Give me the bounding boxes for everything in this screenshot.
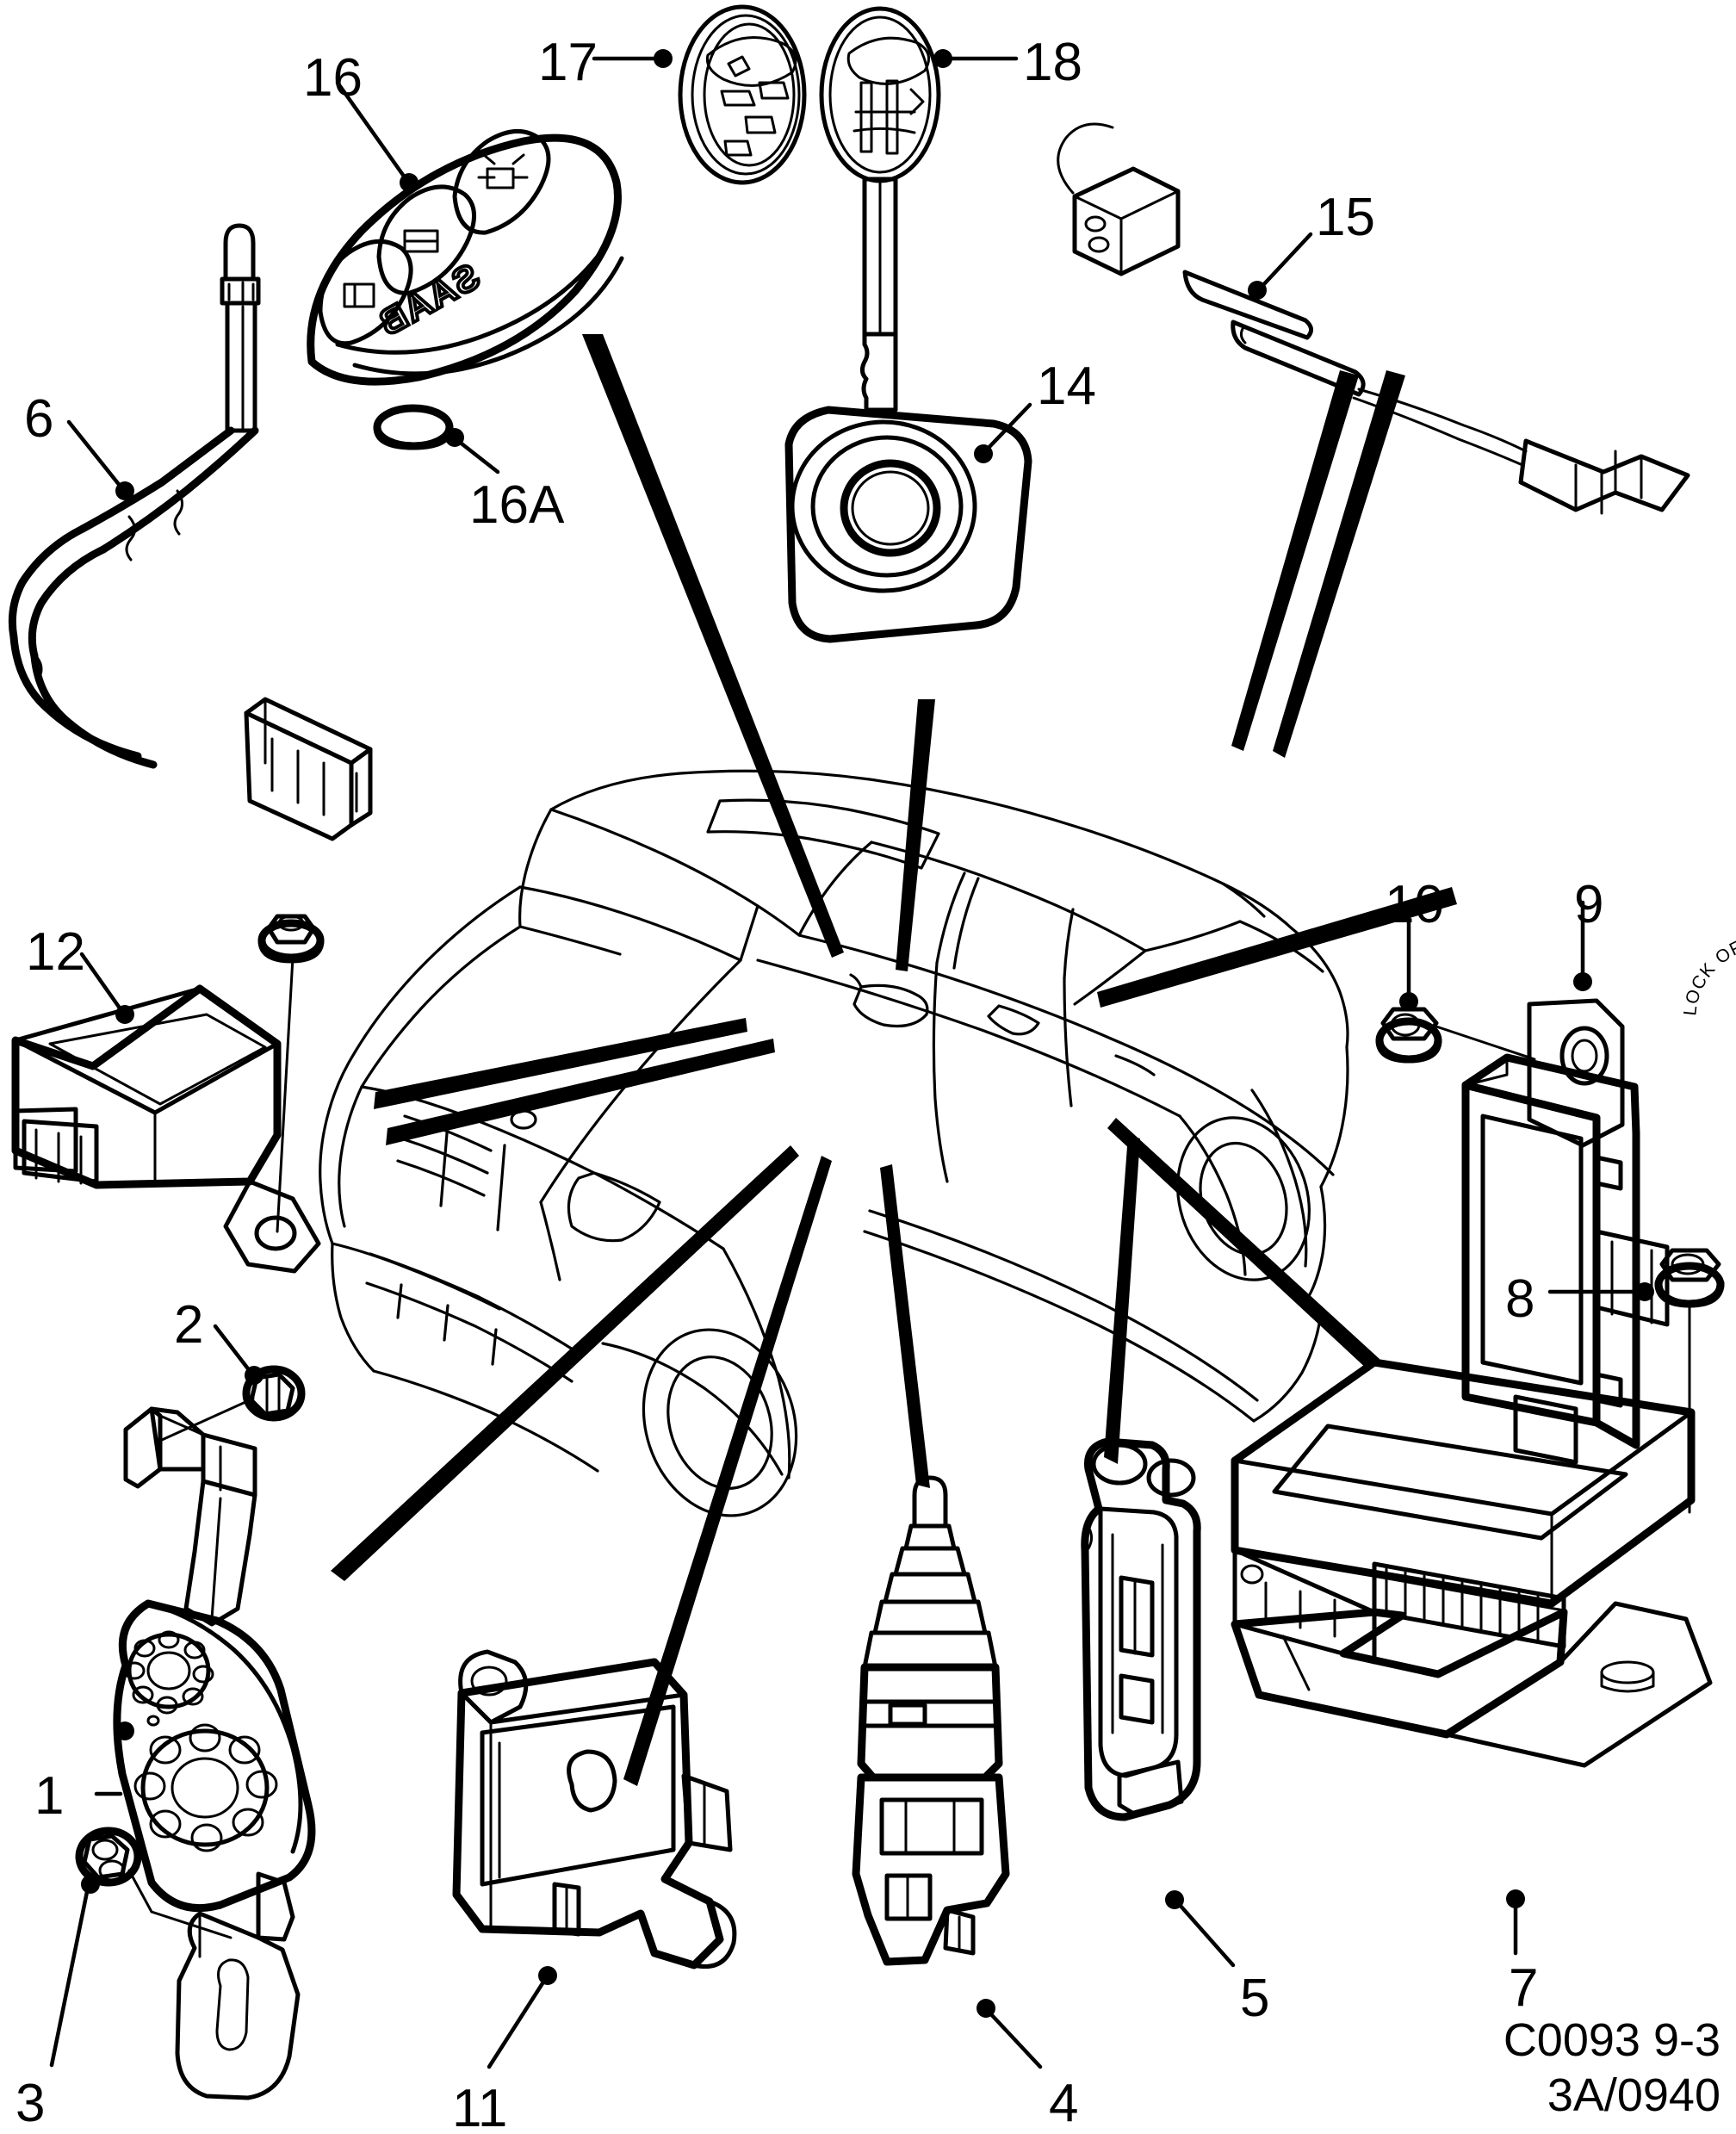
- callout-18: 18: [1023, 33, 1082, 92]
- vehicle-outline: [319, 769, 1349, 1517]
- immobiliser-module-part: [11, 914, 325, 1274]
- leader-dot-1: [115, 1721, 134, 1740]
- leader-line-2: [213, 1324, 252, 1374]
- microswitch-housing-part: [1081, 1437, 1201, 1821]
- leader-line-16A: [456, 438, 500, 475]
- callout-10: 10: [1385, 875, 1444, 934]
- remote-key-fob-part: SAAB: [307, 129, 624, 386]
- leader-dot-5: [1165, 1890, 1184, 1909]
- callout-16A: 16A: [469, 475, 565, 535]
- leader-dot-16: [400, 173, 418, 192]
- leader-dot-2: [245, 1366, 264, 1385]
- leader-dot-6: [115, 481, 134, 500]
- leader-line-5: [1177, 1902, 1236, 1968]
- leader-line-14: [984, 402, 1032, 452]
- leader-dot-9: [1573, 972, 1592, 991]
- control-module-bracket-part: [1231, 1248, 1725, 1768]
- leader-dot-16A: [445, 428, 464, 447]
- transponder-coil-harness-part: [1057, 122, 1690, 515]
- callout-1: 1: [34, 1766, 65, 1826]
- leader-line-4: [988, 2011, 1043, 2069]
- callout-16: 16: [303, 48, 363, 108]
- callout-5: 5: [1240, 1969, 1270, 2028]
- pointer-lines: [331, 334, 1457, 1786]
- leader-line-11: [487, 1978, 547, 2069]
- callout-14: 14: [1037, 357, 1096, 416]
- footer-drawing-code: C0093 9-3: [1503, 2014, 1720, 2066]
- callout-3: 3: [16, 2074, 46, 2133]
- svg-text:SAAB: SAAB: [370, 256, 486, 344]
- leader-dot-8: [1635, 1282, 1654, 1301]
- leader-line-6: [66, 419, 123, 489]
- leader-dot-18: [933, 49, 952, 68]
- leader-dot-17: [654, 49, 673, 68]
- leader-line-3: [49, 1885, 90, 2068]
- callout-12: 12: [26, 922, 85, 982]
- leader-line-16: [335, 80, 407, 180]
- callout-15: 15: [1316, 188, 1375, 247]
- callout-17: 17: [538, 33, 598, 92]
- leader-dot-12: [115, 1005, 134, 1024]
- leader-dot-15: [1248, 281, 1267, 300]
- callout-9: 9: [1574, 875, 1604, 934]
- antenna-cable-part: [8, 223, 373, 841]
- callout-4: 4: [1049, 2074, 1079, 2133]
- lock-housing-part: [452, 1649, 737, 1970]
- alarm-control-unit-part: [1375, 998, 1670, 1465]
- callout-8: 8: [1505, 1269, 1535, 1329]
- svg-text:LOCK OFF ON ST: LOCK OFF ON ST: [1680, 929, 1736, 1016]
- key-blade-part: [819, 6, 941, 413]
- fob-battery-part: [373, 404, 454, 450]
- door-lock-assembly-part: [75, 1365, 316, 2100]
- central-locking-actuator-part: [852, 1475, 1010, 1966]
- callout-2: 2: [174, 1295, 204, 1355]
- leader-dot-11: [538, 1966, 557, 1985]
- callout-7: 7: [1509, 1958, 1539, 2018]
- footer-sheet-number: 3A/0940: [1547, 2069, 1720, 2121]
- callout-11: 11: [452, 2079, 508, 2134]
- leader-dot-14: [974, 444, 993, 463]
- leader-line-12: [79, 952, 123, 1012]
- key-cover-shell-part: [678, 4, 807, 185]
- leader-dot-10: [1399, 992, 1418, 1011]
- leader-dot-3: [81, 1875, 100, 1894]
- leader-line-15: [1260, 232, 1313, 288]
- leader-dot-4: [976, 1999, 995, 2018]
- callout-6: 6: [24, 389, 54, 449]
- leader-dot-7: [1506, 1889, 1525, 1908]
- callout-leader-lines: [49, 49, 1654, 2069]
